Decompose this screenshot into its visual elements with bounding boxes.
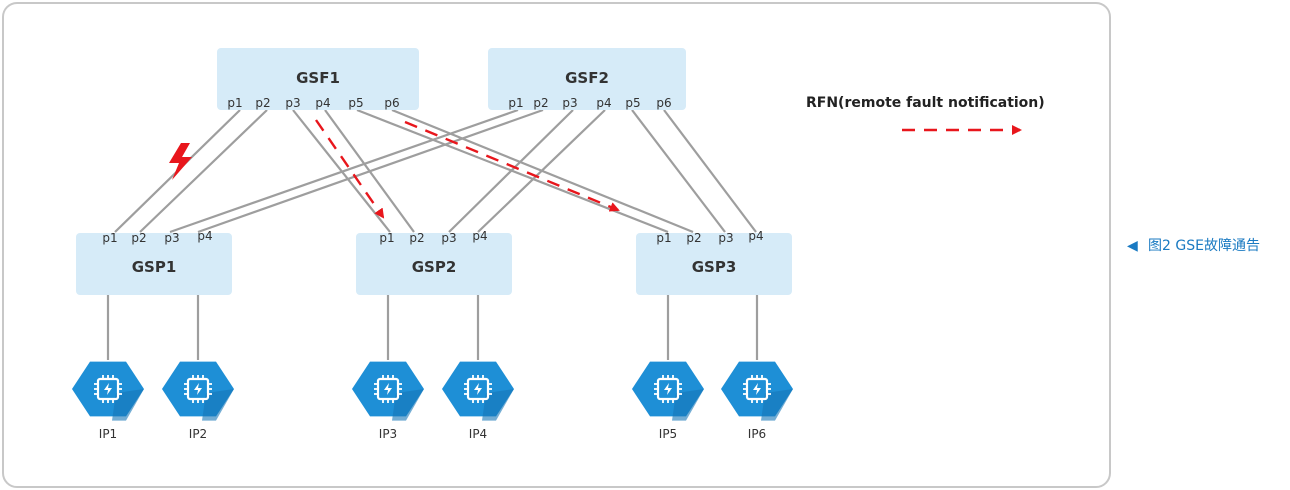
link-gsf2p6-gsp3p4 [663, 109, 757, 233]
chip-icon [374, 375, 402, 403]
caption-text: 图2 GSE故障通告 [1148, 238, 1260, 254]
gsf2-port: p2 [533, 96, 548, 110]
switch-gsp1: GSP1 p1 p2 p3 p4 [76, 229, 232, 295]
gsf1-port: p5 [348, 96, 363, 110]
chip-icon [94, 375, 122, 403]
gsp3-port: p2 [686, 231, 701, 245]
host-label: IP3 [379, 427, 397, 441]
gsf2-port: p5 [625, 96, 640, 110]
chip-icon [654, 375, 682, 403]
rfn-arrows [315, 119, 620, 219]
diagram-frame [2, 2, 1111, 488]
chip-icon [743, 375, 771, 403]
host-label: IP4 [469, 427, 487, 441]
gsp2-port: p4 [472, 229, 487, 243]
link-gsf1p4-gsp2p2 [324, 109, 415, 233]
link-gsf1p5-gsp3p1 [356, 108, 669, 234]
gsf1-title: GSF1 [296, 69, 340, 87]
link-gsf2p5-gsp3p3 [631, 109, 726, 233]
lightning-bolt-icon [169, 143, 192, 180]
host-label: IP1 [99, 427, 117, 441]
gsp1-box [76, 233, 232, 295]
fabric-links [114, 108, 757, 234]
host-label: IP5 [659, 427, 677, 441]
caption-marker: ◀ [1127, 238, 1138, 254]
gsf2-box [488, 48, 686, 110]
switch-gsp2: GSP2 p1 p2 p3 p4 [356, 229, 512, 295]
host-ip2: IP2 [162, 361, 234, 441]
gsf2-port: p3 [562, 96, 577, 110]
hosts: IP1 IP2 IP3 IP4 IP5 IP6 [72, 361, 793, 441]
gsp3-box [636, 233, 792, 295]
host-links [106, 295, 759, 360]
legend-label: RFN(remote fault notification) [806, 95, 1045, 111]
gsf1-port: p1 [227, 96, 242, 110]
gsp2-box [356, 233, 512, 295]
chip-icon [464, 375, 492, 403]
gsf1-port: p3 [285, 96, 300, 110]
switch-gsp3: GSP3 p1 p2 p3 p4 [636, 229, 792, 295]
link-gsf1p3-gsp2p1 [292, 109, 391, 233]
gsf1-port: p2 [255, 96, 270, 110]
gsp1-port: p3 [164, 231, 179, 245]
gsf2-port: p6 [656, 96, 671, 110]
host-ip6: IP6 [721, 361, 793, 441]
gsp1-title: GSP1 [132, 258, 177, 276]
gsp2-port: p3 [441, 231, 456, 245]
gsp1-port: p4 [197, 229, 212, 243]
gsp2-port: p1 [379, 231, 394, 245]
gsf1-port: p6 [384, 96, 399, 110]
rfn-arrow-to-gsp2 [315, 119, 385, 219]
chip-icon [184, 375, 212, 403]
gsf2-port: p1 [508, 96, 523, 110]
host-label: IP6 [748, 427, 766, 441]
caption: ◀ 图2 GSE故障通告 [1127, 238, 1260, 254]
switch-gsf2: GSF2 p1 p2 p3 p4 p5 p6 [488, 48, 686, 110]
gsp1-port: p1 [102, 231, 117, 245]
rfn-arrow-to-gsp3 [404, 120, 620, 212]
gsp3-port: p1 [656, 231, 671, 245]
host-ip3: IP3 [352, 361, 424, 441]
gsf1-port: p4 [315, 96, 330, 110]
legend: RFN(remote fault notification) [806, 95, 1045, 135]
gsp1-port: p2 [131, 231, 146, 245]
link-gsf1p6-gsp3p2 [391, 108, 694, 234]
gsp3-port: p3 [718, 231, 733, 245]
gsp3-title: GSP3 [692, 258, 737, 276]
host-ip1: IP1 [72, 361, 144, 441]
switch-gsf1: GSF1 p1 p2 p3 p4 p5 p6 [217, 48, 419, 110]
host-label: IP2 [189, 427, 207, 441]
gsf2-port: p4 [596, 96, 611, 110]
gsp3-port: p4 [748, 229, 763, 243]
host-ip5: IP5 [632, 361, 704, 441]
gsp2-title: GSP2 [412, 258, 457, 276]
link-gsf1p2-gsp1p2 [139, 109, 268, 233]
gsf2-title: GSF2 [565, 69, 609, 87]
host-ip4: IP4 [442, 361, 514, 441]
gsf1-box [217, 48, 419, 110]
link-gsf2p1-gsp1p3 [169, 108, 519, 234]
gsp2-port: p2 [409, 231, 424, 245]
